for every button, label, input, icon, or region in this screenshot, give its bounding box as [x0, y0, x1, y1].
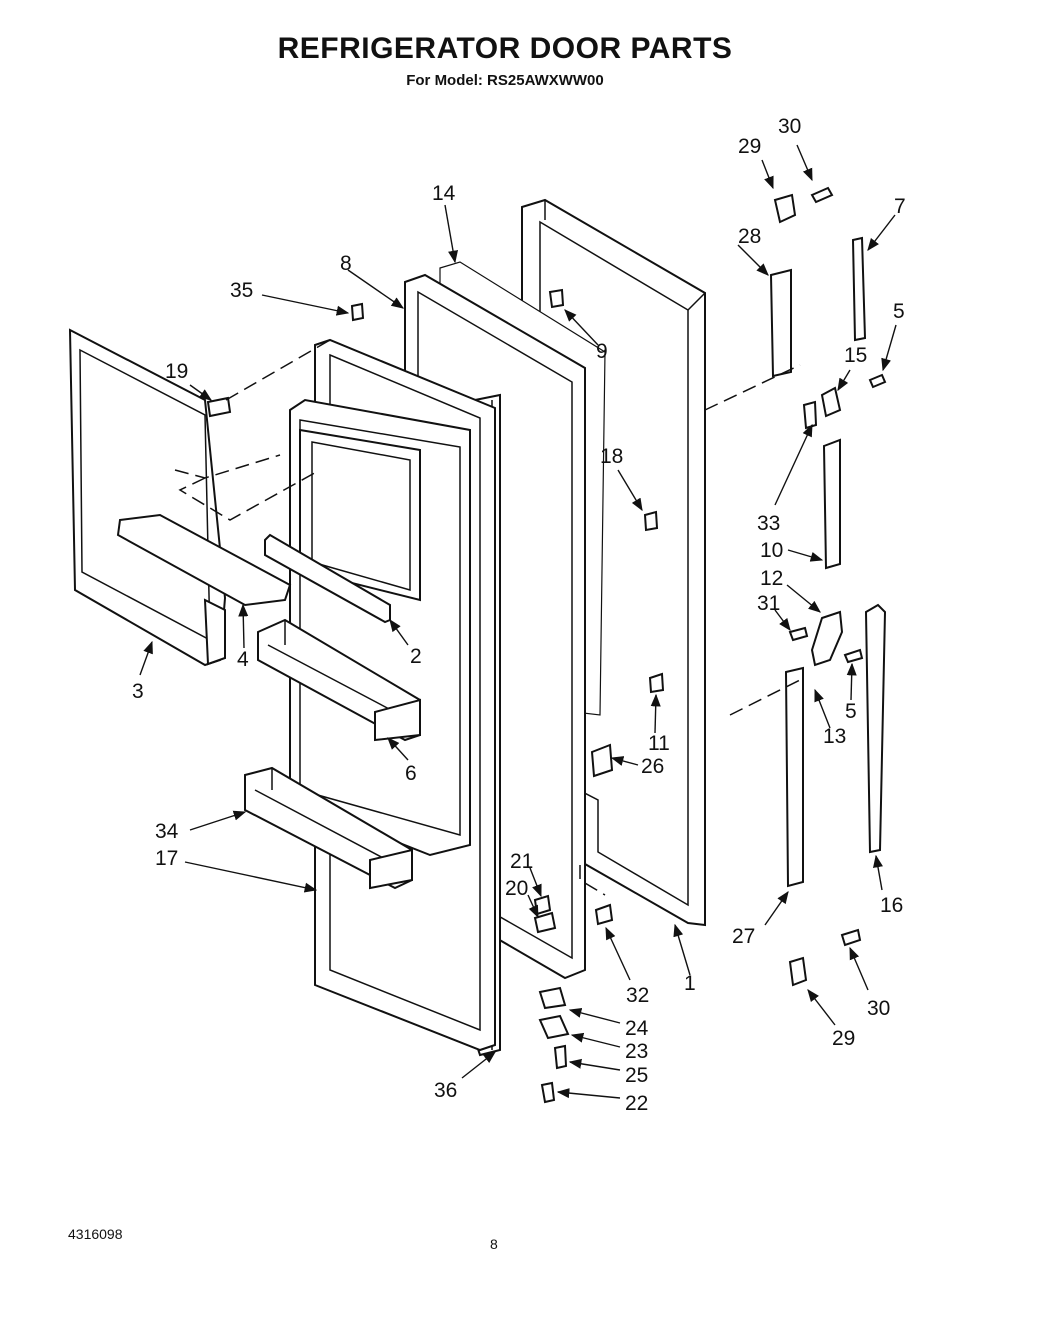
callout-10: 10 [760, 539, 783, 562]
page-number: 8 [490, 1236, 498, 1252]
callout-labels: 30 29 14 7 28 8 35 9 5 19 15 18 33 10 12… [132, 115, 906, 1115]
callout-29: 29 [738, 135, 761, 158]
callout-25: 25 [625, 1064, 648, 1087]
leader-lines [139, 144, 897, 1099]
document-number: 4316098 [68, 1226, 123, 1242]
callout-16: 16 [880, 894, 903, 917]
callout-13: 13 [823, 725, 846, 748]
cover-plate [116, 513, 292, 607]
callout-7: 7 [894, 195, 906, 218]
callout-35: 35 [230, 279, 253, 302]
callout-12: 12 [760, 567, 783, 590]
handle-trim-parts [769, 236, 887, 888]
alignment-lines [174, 339, 801, 896]
callout-8: 8 [340, 252, 352, 275]
callout-24: 24 [625, 1017, 649, 1040]
lower-handle-27 [784, 666, 804, 888]
callout-20: 20 [505, 877, 528, 900]
small-hardware [206, 186, 887, 1104]
model-subtitle: For Model: RS25AWXWW00 [406, 72, 604, 89]
callout-17: 17 [155, 847, 178, 870]
handle-10 [822, 438, 841, 570]
callout-3: 3 [132, 680, 144, 703]
page-title: REFRIGERATOR DOOR PARTS [277, 32, 733, 65]
lower-door-shelf [244, 766, 413, 890]
callout-33: 33 [757, 512, 780, 535]
callout-26: 26 [641, 755, 664, 778]
callout-5-lower: 5 [845, 700, 857, 723]
callout-5-upper: 5 [893, 300, 905, 323]
handle-strip-16 [864, 603, 887, 854]
callout-31: 31 [757, 592, 780, 615]
callout-9: 9 [596, 340, 608, 363]
callout-22: 22 [625, 1092, 648, 1115]
callout-34: 34 [155, 820, 179, 843]
callout-27: 27 [732, 925, 755, 948]
callout-23: 23 [625, 1040, 648, 1063]
callout-30-lower: 30 [867, 997, 890, 1020]
callout-6: 6 [405, 762, 417, 785]
upper-door-shelf [257, 618, 421, 742]
callout-21: 21 [510, 850, 533, 873]
upper-handle-28 [769, 268, 792, 378]
callout-2: 2 [410, 645, 422, 668]
callout-14: 14 [432, 182, 456, 205]
callout-1: 1 [684, 972, 696, 995]
callout-29-lower: 29 [832, 1027, 855, 1050]
top-trim-7 [851, 236, 867, 342]
callout-4: 4 [237, 648, 249, 671]
callout-19: 19 [165, 360, 188, 383]
callout-36: 36 [434, 1079, 457, 1102]
callout-32: 32 [626, 984, 649, 1007]
callout-28: 28 [738, 225, 761, 248]
callout-18: 18 [600, 445, 623, 468]
callout-30: 30 [778, 115, 801, 138]
dispenser-cover [68, 328, 227, 667]
callout-15: 15 [844, 344, 867, 367]
callout-11: 11 [648, 732, 670, 755]
